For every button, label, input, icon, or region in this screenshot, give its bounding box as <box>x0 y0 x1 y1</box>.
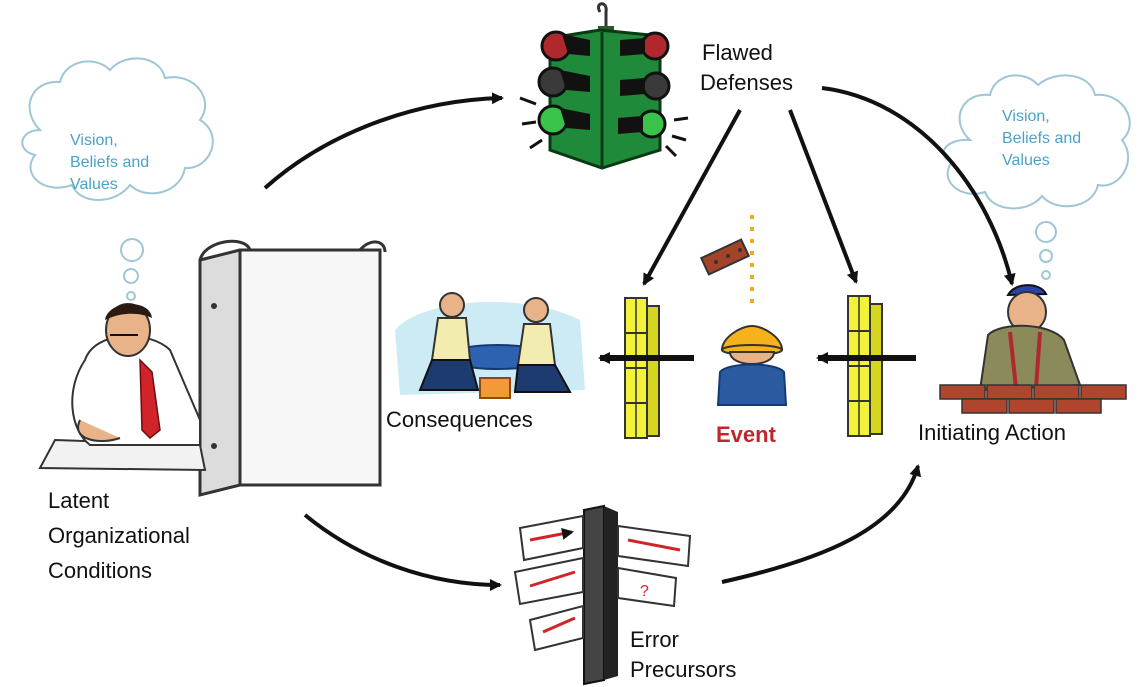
latent-conditions-line2: Organizational <box>48 523 190 548</box>
arrow-defenses-to-right-barrier <box>788 109 859 284</box>
right-cloud-line1: Vision, <box>1002 108 1050 125</box>
left-cloud-line3: Values <box>70 176 118 193</box>
latent-conditions-line1: Latent <box>48 488 110 513</box>
error-precursors-label: Error Precursors <box>630 625 736 685</box>
left-barrier-wall-icon <box>624 297 660 439</box>
falling-brick-icon <box>699 215 754 305</box>
arrow-precursors-to-initiating <box>721 464 922 584</box>
left-thinking-cloud-icon <box>21 57 214 301</box>
right-thinking-cloud-icon <box>942 74 1131 280</box>
businessman-icon <box>38 303 207 472</box>
traffic-light-icon <box>519 2 689 170</box>
right-cloud-line3: Values <box>1002 152 1050 169</box>
binder-icon <box>198 239 387 497</box>
right-cloud-line2: Beliefs and <box>1002 130 1082 147</box>
event-label: Event <box>716 422 776 447</box>
arrow-latent-to-precursors <box>303 513 502 591</box>
left-cloud-text: Vision, Beliefs and Values <box>70 130 149 196</box>
flawed-defenses-line1: Flawed <box>702 40 773 65</box>
right-cloud-text: Vision, Beliefs and Values <box>1002 106 1081 172</box>
arrow-latent-to-defenses <box>263 92 504 190</box>
latent-conditions-label: Latent Organizational Conditions <box>48 483 190 588</box>
flawed-defenses-line2: Defenses <box>700 70 793 95</box>
initiating-action-label: Initiating Action <box>918 420 1066 445</box>
bricklayer-icon <box>939 284 1127 414</box>
error-precursors-line1: Error <box>630 627 679 652</box>
left-cloud-line2: Beliefs and <box>70 154 150 171</box>
flow-arrows <box>263 86 1016 591</box>
flawed-defenses-label: Flawed Defenses <box>700 38 793 98</box>
consequences-label: Consequences <box>386 407 533 432</box>
signpost-icon: ? <box>513 504 692 686</box>
svg-text:?: ? <box>640 583 649 600</box>
arrow-defenses-to-initiating <box>821 86 1016 286</box>
error-precursors-line2: Precursors <box>630 657 737 682</box>
hardhat-worker-icon <box>716 324 788 406</box>
latent-conditions-line3: Conditions <box>48 558 152 583</box>
left-cloud-line1: Vision, <box>70 132 118 149</box>
paramedics-icon <box>395 292 585 399</box>
arrow-defenses-to-left-barrier <box>642 109 742 286</box>
right-barrier-wall-icon <box>847 295 883 437</box>
